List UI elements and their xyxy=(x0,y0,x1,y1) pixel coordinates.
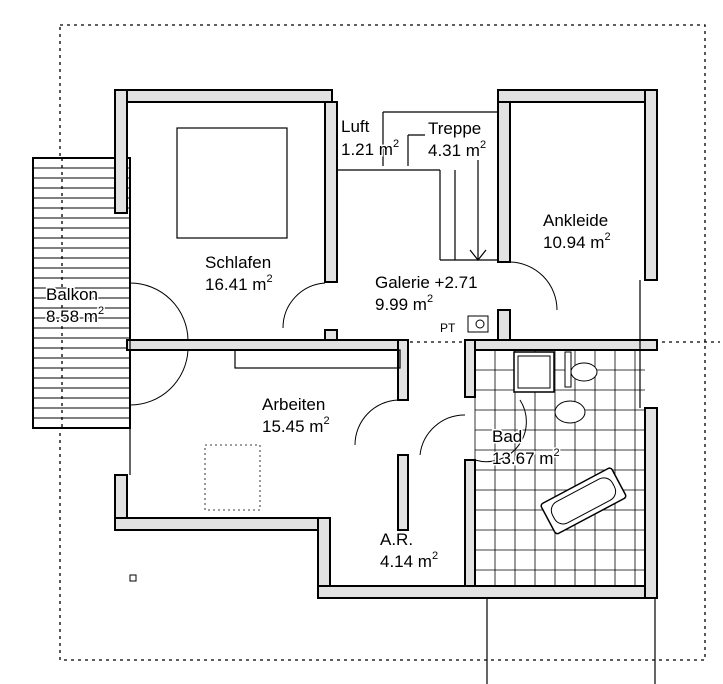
room-area: 13.67 m xyxy=(492,449,553,468)
room-schlafen: Schlafen 16.41 m2 xyxy=(205,253,273,294)
unit-sup: 2 xyxy=(98,305,104,317)
room-area-line: 13.67 m2 xyxy=(492,447,560,468)
room-balkon: Balkon 8.58 m2 xyxy=(45,284,106,328)
room-area: 8.58 m xyxy=(46,307,98,326)
unit-sup: 2 xyxy=(480,139,486,151)
unit-sup: 2 xyxy=(266,273,272,285)
heater-icon xyxy=(467,315,489,333)
room-name: Treppe xyxy=(428,119,481,138)
room-luft: Luft 1.21 m2 xyxy=(340,117,401,161)
room-name: Arbeiten xyxy=(262,395,325,414)
room-area-line: 4.31 m2 xyxy=(428,139,486,160)
doors xyxy=(129,261,558,463)
room-area-line: 16.41 m2 xyxy=(205,273,273,294)
room-name: Ankleide xyxy=(543,211,608,230)
room-name: Galerie +2.71 xyxy=(375,273,478,292)
room-galerie: Galerie +2.71 9.99 m2 PT xyxy=(375,273,478,335)
room-area: 9.99 m xyxy=(375,295,427,314)
shower xyxy=(513,351,555,393)
balcony xyxy=(32,157,131,429)
room-area: 4.31 m xyxy=(428,141,480,160)
room-name: A.R. xyxy=(380,530,413,549)
walls xyxy=(114,89,658,599)
room-ar: A.R. 4.14 m2 xyxy=(380,530,438,571)
pt-note: PT xyxy=(440,321,456,335)
room-arbeiten: Arbeiten 15.45 m2 xyxy=(262,395,330,436)
bed xyxy=(176,127,288,239)
stairs xyxy=(337,111,498,261)
room-area-line: 15.45 m2 xyxy=(262,415,330,436)
room-name: Balkon xyxy=(46,285,98,304)
unit-sup: 2 xyxy=(432,550,438,562)
unit-sup: 2 xyxy=(427,293,433,305)
room-area-line: 4.14 m2 xyxy=(380,550,438,571)
sink xyxy=(554,400,586,424)
room-treppe: Treppe 4.31 m2 xyxy=(427,118,488,162)
unit-sup: 2 xyxy=(393,138,399,150)
room-area-line: 9.99 m2 xyxy=(375,293,433,314)
unit-sup: 2 xyxy=(323,415,329,427)
room-area: 10.94 m xyxy=(543,233,604,252)
bathroom-tiles xyxy=(474,349,645,586)
floor-hatch xyxy=(204,444,261,511)
room-ankleide: Ankleide 10.94 m2 xyxy=(543,211,611,252)
bathtub xyxy=(540,467,627,535)
room-area: 16.41 m xyxy=(205,275,266,294)
room-area: 1.21 m xyxy=(341,140,393,159)
cabinet xyxy=(234,349,401,369)
room-area-line: 10.94 m2 xyxy=(543,231,611,252)
room-area: 4.14 m xyxy=(380,552,432,571)
room-area-line: 1.21 m2 xyxy=(341,138,399,159)
room-name: Schlafen xyxy=(205,253,271,272)
room-area-line: 8.58 m2 xyxy=(46,305,104,326)
unit-sup: 2 xyxy=(553,447,559,459)
room-area: 15.45 m xyxy=(262,417,323,436)
room-name: Bad xyxy=(492,427,522,446)
unit-sup: 2 xyxy=(604,231,610,243)
toilet xyxy=(564,351,598,388)
room-bad: Bad 13.67 m2 xyxy=(491,426,562,470)
room-name: Luft xyxy=(341,117,370,136)
